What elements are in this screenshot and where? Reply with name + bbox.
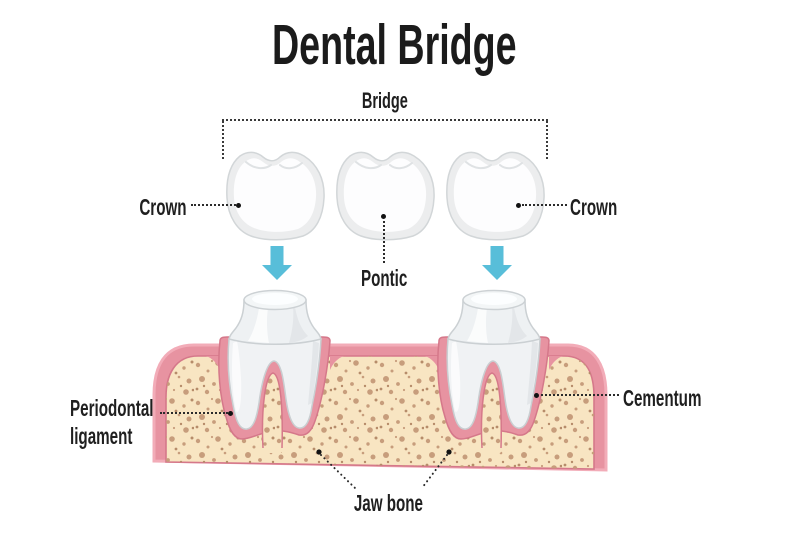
bridge-crowns-illustration xyxy=(225,151,546,241)
crown-tooth-right xyxy=(445,151,546,241)
periodontal-ligament-label: Periodontal ligament xyxy=(70,395,154,449)
crown-tooth-left xyxy=(225,151,326,241)
bracket-left-leg xyxy=(222,121,224,159)
crown-right-dot xyxy=(516,203,521,208)
pontic-label: Pontic xyxy=(360,265,408,291)
down-arrow-icon xyxy=(262,246,292,280)
page-title: Dental Bridge xyxy=(0,12,789,78)
crown-left-label: Crown xyxy=(139,194,187,220)
periodontal-leader xyxy=(160,412,228,414)
periodontal-dot xyxy=(228,411,233,416)
down-arrow-icon xyxy=(482,246,512,280)
pontic-dot xyxy=(381,214,386,219)
cementum-dot xyxy=(534,393,539,398)
pontic-leader xyxy=(383,221,385,263)
bridge-bracket xyxy=(222,119,548,159)
crown-right-label: Crown xyxy=(570,194,618,220)
crown-left-dot xyxy=(236,203,241,208)
cementum-label: Cementum xyxy=(623,385,702,411)
pontic-tooth xyxy=(335,151,436,241)
crown-left-leader xyxy=(191,204,236,206)
cementum-leader xyxy=(541,394,619,396)
jaw-bone-leaders xyxy=(316,449,452,489)
bracket-right-leg xyxy=(546,121,548,159)
page-title-text: Dental Bridge xyxy=(272,13,517,77)
bridge-label: Bridge xyxy=(362,88,408,113)
jaw-bone-label: Jaw bone xyxy=(353,490,423,516)
jaw-cross-section-illustration xyxy=(152,289,608,472)
crown-right-leader xyxy=(522,204,567,206)
gum-fillets xyxy=(206,356,563,370)
